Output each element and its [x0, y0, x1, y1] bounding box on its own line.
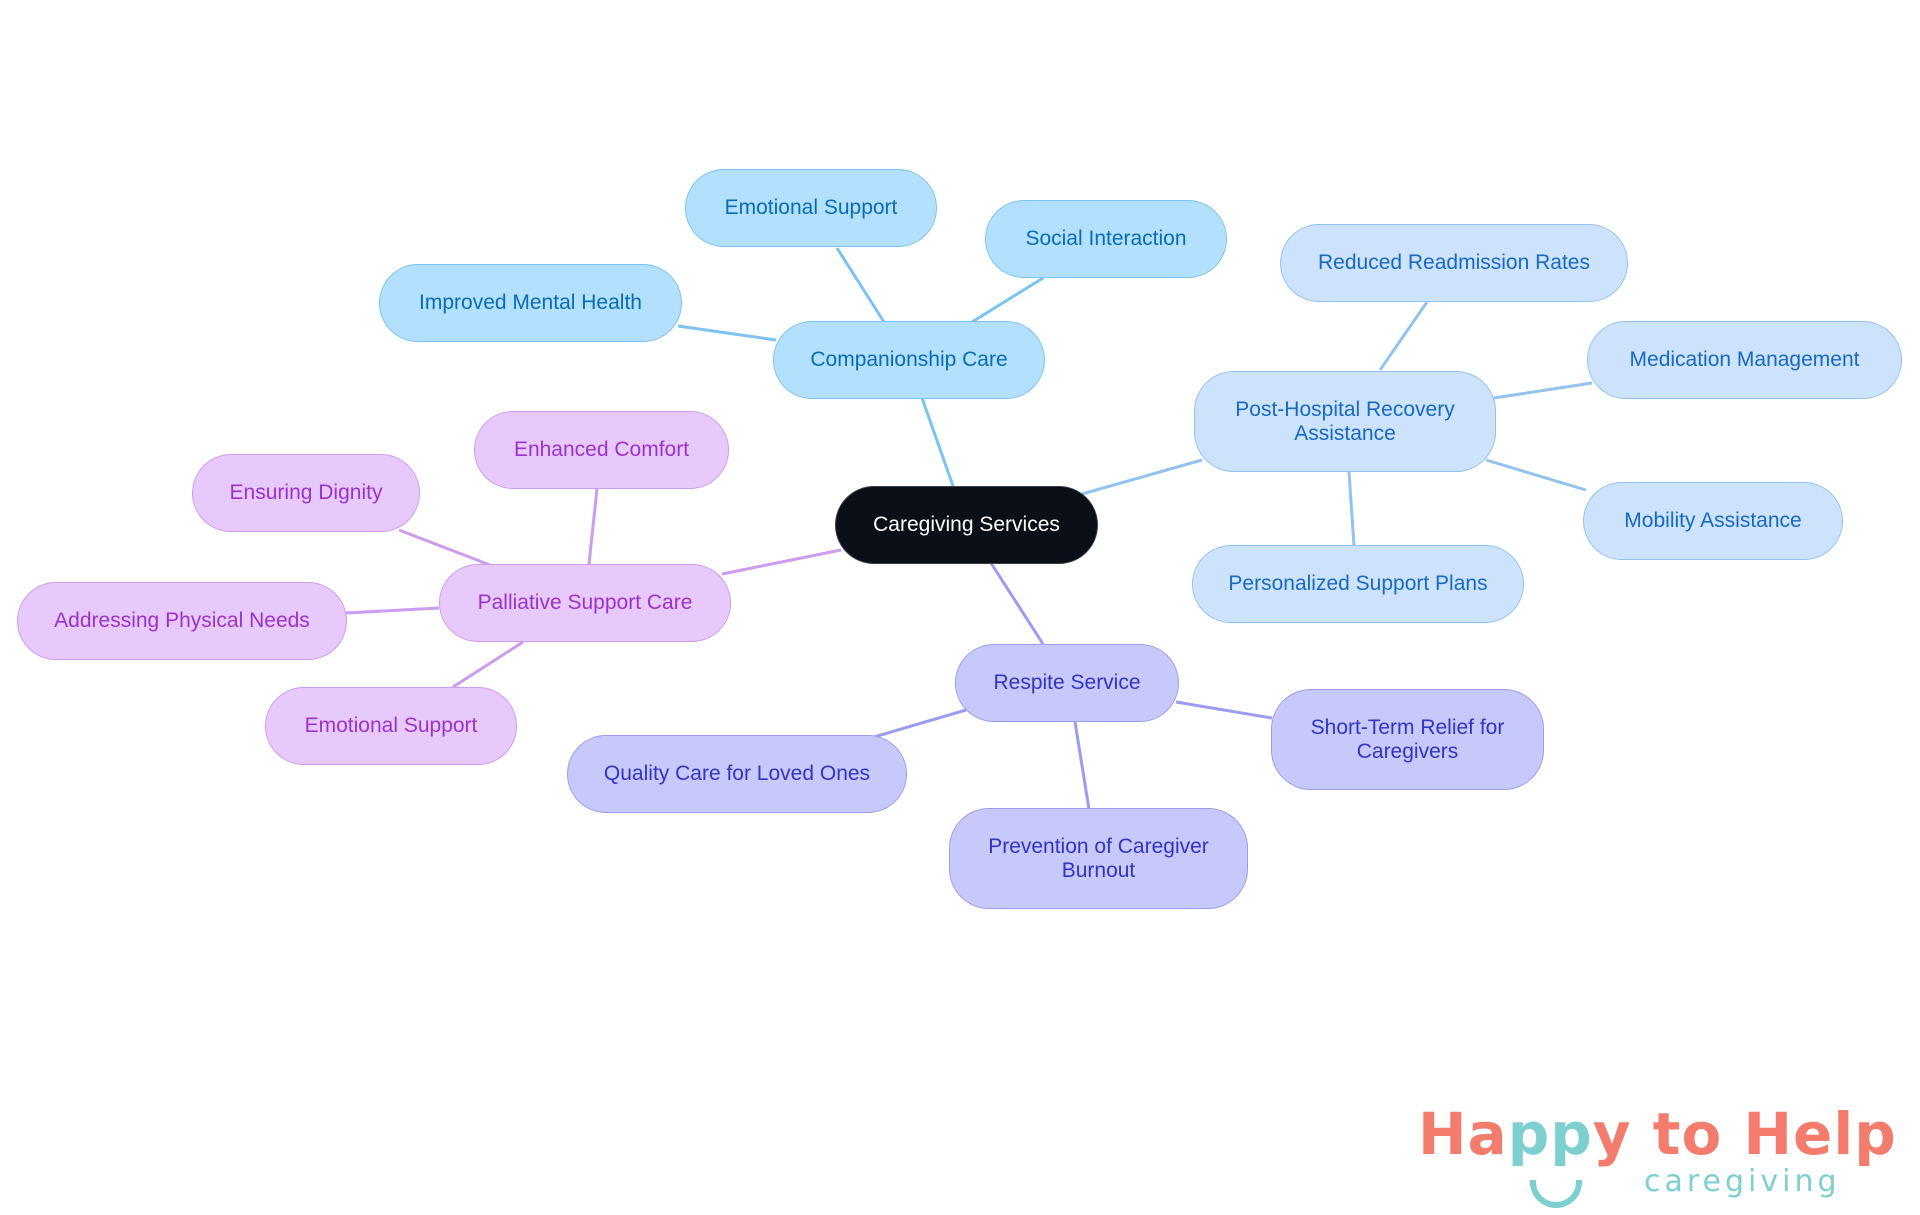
reduced-readmission-node[interactable]: Reduced Readmission Rates	[1280, 224, 1628, 302]
quality-care-node[interactable]: Quality Care for Loved Ones	[567, 735, 907, 813]
logo-title-pp: pp	[1507, 1100, 1593, 1168]
node-label: Personalized Support Plans	[1228, 572, 1488, 595]
node-label: Medication Management	[1629, 348, 1860, 371]
node-label: Mobility Assistance	[1624, 509, 1802, 532]
node-label: Palliative Support Care	[477, 591, 693, 614]
prevention-burnout-node[interactable]: Prevention of Caregiver Burnout	[949, 808, 1248, 909]
node-label: Addressing Physical Needs	[54, 609, 310, 632]
node-label: Post-Hospital Recovery Assistance	[1235, 397, 1455, 445]
node-label: Emotional Support	[304, 714, 478, 737]
medication-management-node[interactable]: Medication Management	[1587, 321, 1902, 399]
logo-subtitle: caregiving	[1644, 1164, 1841, 1199]
respite-service-node[interactable]: Respite Service	[955, 644, 1179, 722]
logo-title: Happy to Help	[1418, 1100, 1897, 1168]
mobility-assistance-node[interactable]: Mobility Assistance	[1583, 482, 1843, 560]
logo-title-part: Ha	[1418, 1100, 1508, 1168]
palliative-support-care-node[interactable]: Palliative Support Care	[439, 564, 731, 642]
ensuring-dignity-node[interactable]: Ensuring Dignity	[192, 454, 420, 532]
short-term-relief-node[interactable]: Short-Term Relief for Caregivers	[1271, 689, 1544, 790]
smile-icon	[1530, 1180, 1582, 1208]
node-label: Ensuring Dignity	[229, 481, 383, 504]
node-label: Short-Term Relief for Caregivers	[1310, 715, 1505, 763]
happy-to-help-logo: Happy to Help caregiving	[1418, 1100, 1896, 1210]
root-node[interactable]: Caregiving Services	[835, 486, 1098, 564]
node-label: Companionship Care	[810, 348, 1008, 371]
node-label: Improved Mental Health	[419, 291, 642, 314]
companionship-care-node[interactable]: Companionship Care	[773, 321, 1045, 399]
node-label: Prevention of Caregiver Burnout	[988, 834, 1209, 882]
addressing-physical-needs-node[interactable]: Addressing Physical Needs	[17, 582, 347, 660]
node-label: Enhanced Comfort	[513, 438, 690, 461]
improved-mental-health-node[interactable]: Improved Mental Health	[379, 264, 682, 342]
root-label: Caregiving Services	[873, 513, 1060, 536]
post-hospital-recovery-node[interactable]: Post-Hospital Recovery Assistance	[1194, 371, 1496, 472]
emotional-support-pall-node[interactable]: Emotional Support	[265, 687, 517, 765]
personalized-support-plans-node[interactable]: Personalized Support Plans	[1192, 545, 1524, 623]
node-label: Emotional Support	[724, 196, 898, 219]
node-label: Quality Care for Loved Ones	[603, 762, 871, 785]
social-interaction-node[interactable]: Social Interaction	[985, 200, 1227, 278]
node-label: Social Interaction	[1025, 227, 1187, 250]
node-label: Reduced Readmission Rates	[1318, 251, 1590, 274]
node-label: Respite Service	[993, 671, 1141, 694]
logo-title-part: y to Help	[1592, 1100, 1897, 1168]
enhanced-comfort-node[interactable]: Enhanced Comfort	[474, 411, 729, 489]
emotional-support-comp-node[interactable]: Emotional Support	[685, 169, 937, 247]
